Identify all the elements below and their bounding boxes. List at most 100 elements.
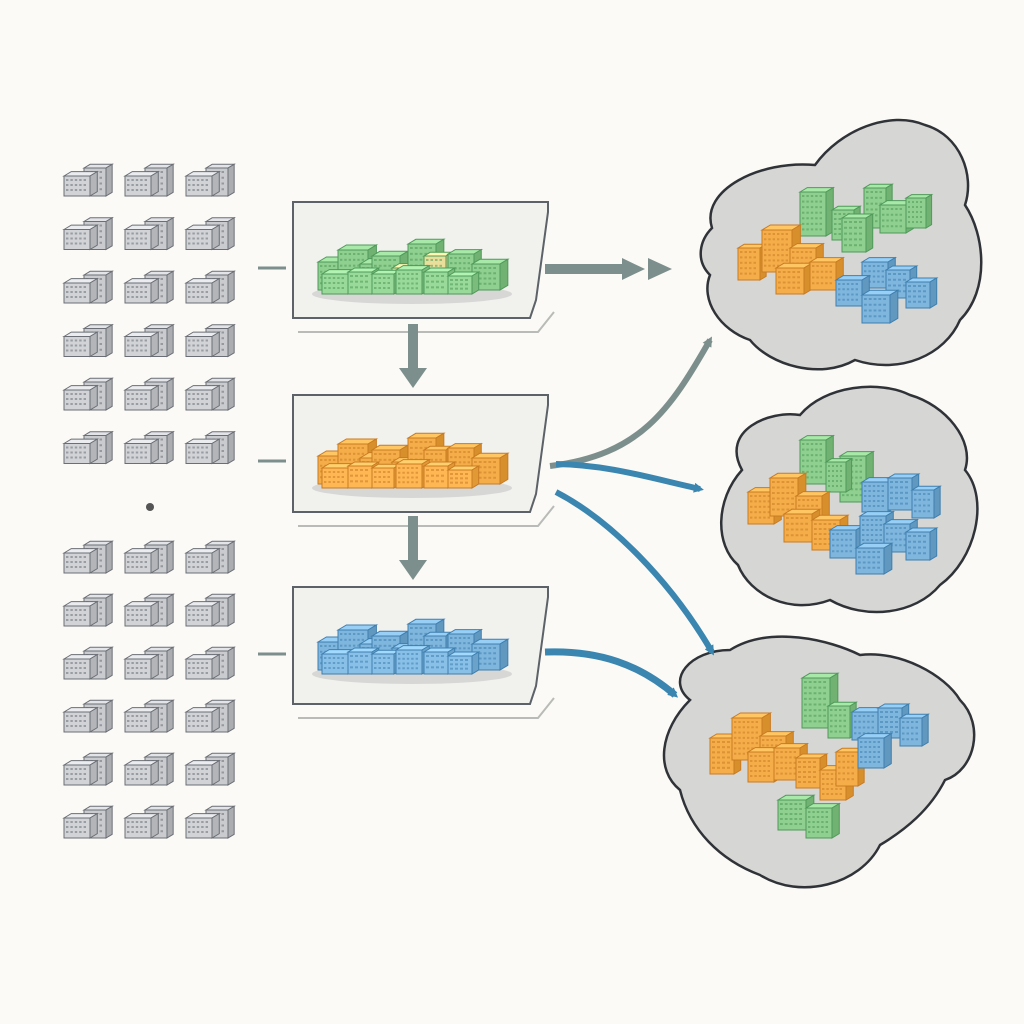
blue-buildings-icon <box>312 618 512 684</box>
cluster-building <box>904 527 939 561</box>
source-buildings-lower <box>62 540 236 839</box>
gray-building-icon <box>123 752 175 786</box>
gray-building-icon <box>184 323 236 358</box>
cluster-building <box>854 542 894 575</box>
gray-building-icon <box>62 163 114 197</box>
building-low <box>62 224 100 251</box>
building-low <box>123 277 161 304</box>
gray-building-icon <box>123 646 175 680</box>
building-low <box>123 653 161 680</box>
gray-building-icon <box>184 752 236 786</box>
gray-building-icon <box>123 216 175 251</box>
stage-panel-green <box>292 201 555 333</box>
source-buildings-upper <box>62 163 236 465</box>
building-low <box>184 600 222 627</box>
gray-building-icon <box>123 270 175 304</box>
building-low <box>62 438 100 465</box>
gray-building-icon <box>184 593 236 627</box>
cluster-building <box>904 193 934 229</box>
stage-panel-blue <box>292 586 555 719</box>
building-low <box>62 812 100 839</box>
curved-arrow-icon <box>554 489 715 656</box>
building-low <box>62 277 100 304</box>
orange-buildings-icon <box>312 432 512 498</box>
building-low <box>62 170 100 197</box>
building-low <box>184 384 222 411</box>
gray-building-icon <box>123 699 175 733</box>
building-block <box>470 638 510 671</box>
gray-building-icon <box>62 540 114 574</box>
gray-building-icon <box>184 540 236 574</box>
building-block-front <box>446 271 481 295</box>
building-low <box>184 706 222 733</box>
gray-building-icon <box>123 323 175 358</box>
gray-building-icon <box>62 323 114 358</box>
cluster-building <box>898 713 930 747</box>
gray-building-icon <box>62 805 114 839</box>
cluster-building <box>856 732 894 769</box>
building-low <box>184 438 222 465</box>
cluster-cloud-middle <box>720 385 979 614</box>
arrow-down-icon <box>399 516 427 580</box>
building-low <box>123 547 161 574</box>
gray-building-icon <box>62 270 114 304</box>
gray-building-icon <box>62 377 114 411</box>
cluster-building <box>904 277 939 309</box>
gray-building-icon <box>184 699 236 733</box>
gray-building-icon <box>184 430 236 465</box>
building-low <box>123 170 161 197</box>
building-low <box>62 547 100 574</box>
green-buildings-icon <box>312 238 512 304</box>
gray-building-icon <box>184 646 236 680</box>
gray-building-icon <box>184 270 236 304</box>
gray-building-icon <box>184 163 236 197</box>
building-low <box>123 331 161 358</box>
gray-building-icon <box>123 593 175 627</box>
arrow-down-icon <box>399 324 427 388</box>
building-low <box>123 759 161 786</box>
building-low <box>62 759 100 786</box>
gray-building-icon <box>184 216 236 251</box>
building-low <box>184 331 222 358</box>
cluster-building <box>800 672 840 729</box>
gray-building-icon <box>62 646 114 680</box>
arrow-right-icon <box>545 258 672 280</box>
gray-building-icon <box>123 430 175 465</box>
curved-arrow-icon <box>549 336 713 469</box>
gray-building-icon <box>123 805 175 839</box>
cluster-building <box>910 485 942 519</box>
cluster-building <box>840 213 875 253</box>
output-connectors <box>544 258 715 698</box>
building-low <box>184 653 222 680</box>
gray-building-icon <box>184 377 236 411</box>
building-low <box>123 384 161 411</box>
building-low <box>123 438 161 465</box>
dot-icon <box>146 503 154 511</box>
gray-building-icon <box>123 377 175 411</box>
building-low <box>62 384 100 411</box>
curved-arrow-icon <box>555 461 704 493</box>
cluster-building <box>824 457 854 493</box>
cluster-building <box>774 262 814 295</box>
building-low <box>123 812 161 839</box>
input-connectors <box>258 266 286 656</box>
building-low <box>184 224 222 251</box>
gray-building-icon <box>62 430 114 465</box>
building-block-front <box>446 651 481 675</box>
building-low <box>184 812 222 839</box>
stage-panel-orange <box>292 394 555 527</box>
building-low <box>123 224 161 251</box>
stage-connectors <box>399 324 427 580</box>
gray-building-icon <box>123 540 175 574</box>
cluster-cloud-top <box>699 118 983 371</box>
gray-building-icon <box>123 163 175 197</box>
gray-building-icon <box>62 216 114 251</box>
building-low <box>62 600 100 627</box>
gray-building-icon <box>62 752 114 786</box>
gray-building-icon <box>62 699 114 733</box>
mixed-city-cluster-icon <box>746 434 942 575</box>
mixed-city-cluster-icon <box>708 672 930 839</box>
cluster-building <box>798 186 836 237</box>
